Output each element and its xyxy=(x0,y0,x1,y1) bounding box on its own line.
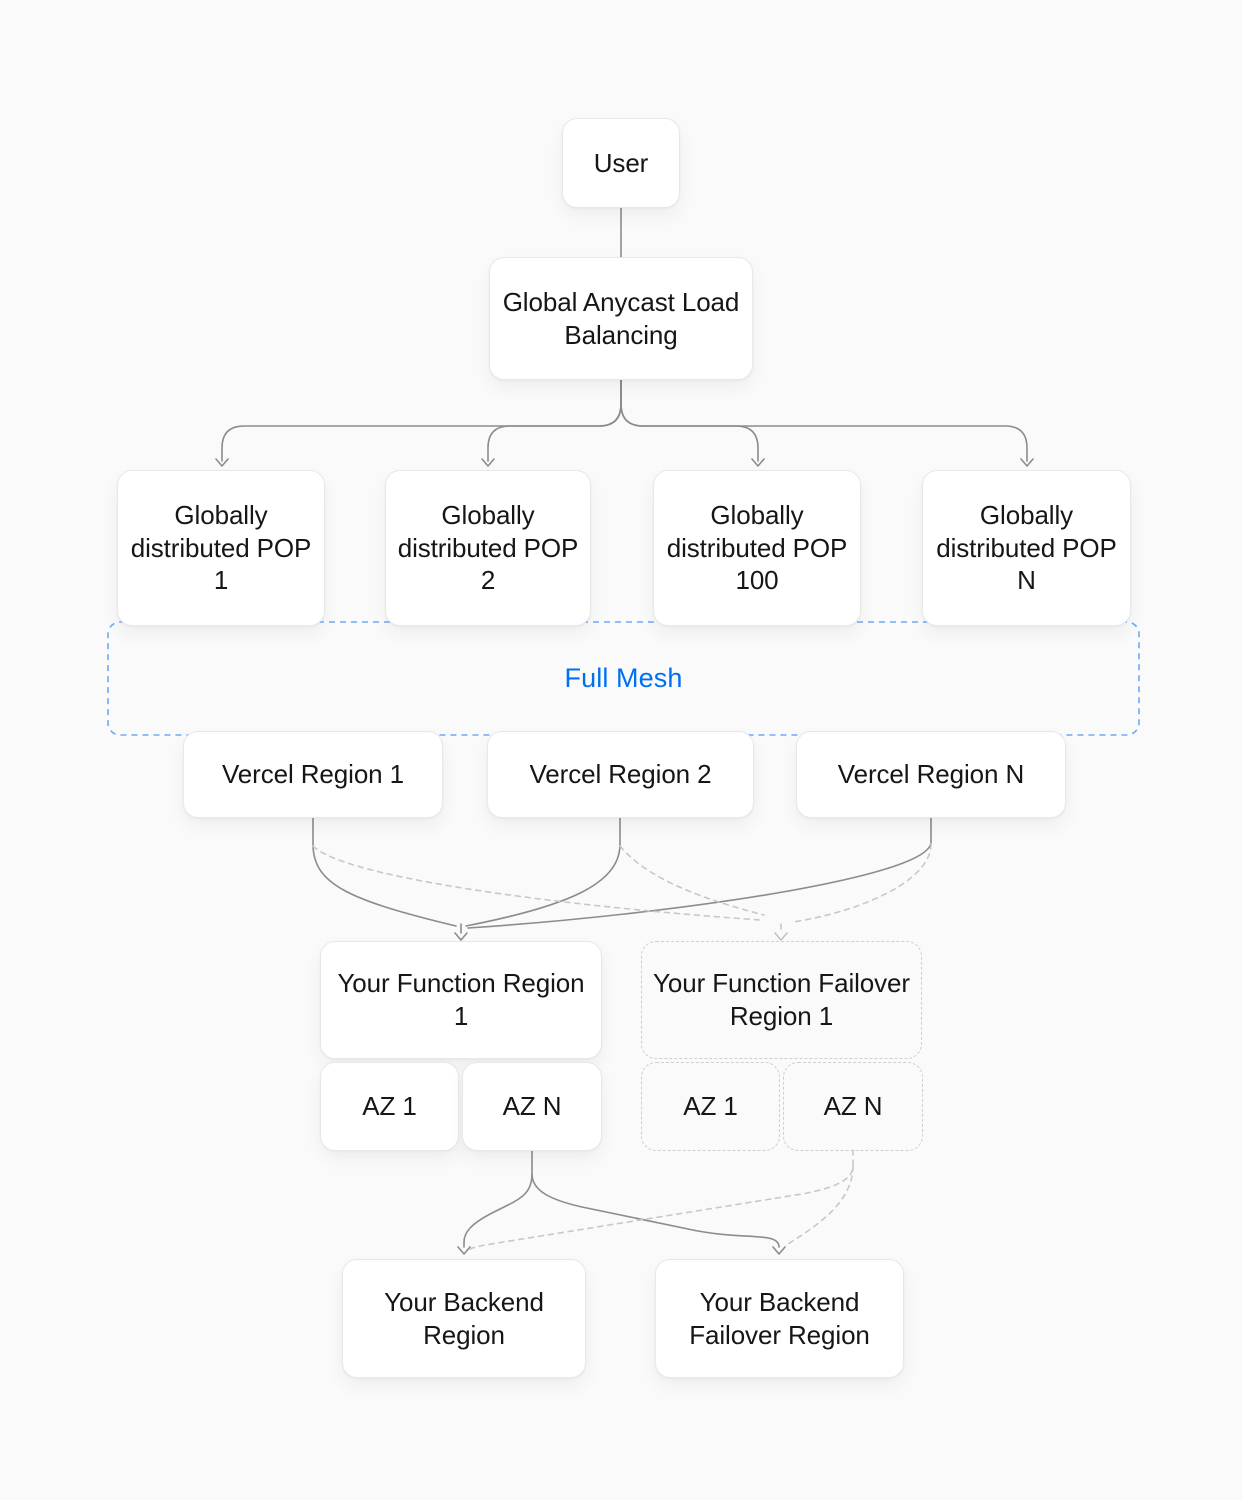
node-function-failover-region: Your Function Failover Region 1 xyxy=(641,941,922,1059)
full-mesh-text: Full Mesh xyxy=(564,663,683,693)
node-function-region-label: Your Function Region 1 xyxy=(337,968,585,1031)
edge-lb-to-popn xyxy=(620,379,1028,462)
edge-vr2-to-function xyxy=(465,817,621,927)
node-function-az-1: AZ 1 xyxy=(320,1062,459,1151)
node-pop-1: Globally distributed POP 1 xyxy=(117,470,325,626)
edge-vr1-to-function xyxy=(312,817,457,927)
node-pop-2: Globally distributed POP 2 xyxy=(385,470,591,626)
edge-lb-to-pop100 xyxy=(620,379,759,462)
arrowhead-failover-function xyxy=(774,932,788,941)
arrowhead-popn xyxy=(1020,458,1034,467)
node-pop-2-label: Globally distributed POP 2 xyxy=(397,499,579,596)
edge-vr2-to-failover xyxy=(619,845,765,916)
node-vercel-region-n: Vercel Region N xyxy=(796,731,1066,818)
edge-azn-to-backend xyxy=(463,1149,533,1248)
node-pop-100-label: Globally distributed POP 100 xyxy=(666,499,848,596)
edge-vrn-to-failover xyxy=(792,843,932,923)
node-function-failover-region-label: Your Function Failover Region 1 xyxy=(653,968,910,1031)
edge-lb-to-pop2 xyxy=(487,379,622,462)
node-pop-100: Globally distributed POP 100 xyxy=(653,470,861,626)
node-backend-failover-region-label: Your Backend Failover Region xyxy=(689,1286,870,1350)
dashed-connectors xyxy=(312,843,932,1250)
node-user-label: User xyxy=(593,147,649,178)
node-vercel-region-1: Vercel Region 1 xyxy=(183,731,443,818)
node-pop-n: Globally distributed POP N xyxy=(922,470,1131,626)
node-vercel-region-n-label: Vercel Region N xyxy=(837,759,1025,790)
node-function-region: Your Function Region 1 xyxy=(320,941,602,1059)
arrowhead-backend xyxy=(457,1246,471,1255)
edge-vr1-to-failover xyxy=(312,845,761,921)
edge-vrn-to-function xyxy=(467,817,932,929)
node-vercel-region-1-label: Vercel Region 1 xyxy=(221,759,405,790)
node-function-az-n-label: AZ N xyxy=(502,1091,562,1122)
arrowhead-pop2 xyxy=(481,458,495,467)
edge-failover-azn-to-backend xyxy=(469,1149,854,1250)
arrowhead-backend-failover xyxy=(772,1246,786,1255)
node-backend-region-label: Your Backend Region xyxy=(384,1286,544,1350)
node-failover-az-1-label: AZ 1 xyxy=(683,1091,738,1122)
node-user: User xyxy=(562,118,680,208)
node-vercel-region-2: Vercel Region 2 xyxy=(487,731,754,818)
full-mesh-boundary xyxy=(107,621,1140,736)
node-pop-1-label: Globally distributed POP 1 xyxy=(130,499,312,596)
node-function-az-1-label: AZ 1 xyxy=(362,1091,417,1122)
full-mesh-label: Full Mesh xyxy=(108,622,1139,735)
node-load-balancer-label: Global Anycast Load Balancing xyxy=(502,286,740,350)
light-arrowheads xyxy=(774,932,788,941)
node-function-az-n: AZ N xyxy=(462,1062,602,1151)
node-vercel-region-2-label: Vercel Region 2 xyxy=(529,759,712,790)
arrowhead-pop1 xyxy=(215,458,229,467)
solid-connectors xyxy=(215,207,1034,1255)
node-failover-az-1: AZ 1 xyxy=(641,1062,780,1151)
node-pop-n-label: Globally distributed POP N xyxy=(936,499,1117,596)
node-backend-region: Your Backend Region xyxy=(342,1259,586,1378)
node-failover-az-n: AZ N xyxy=(783,1062,923,1151)
edge-failover-azn-to-backend-failover xyxy=(787,1165,854,1245)
arrowhead-function xyxy=(454,932,468,941)
node-load-balancer: Global Anycast Load Balancing xyxy=(489,257,753,380)
node-backend-failover-region: Your Backend Failover Region xyxy=(655,1259,904,1378)
arrowhead-pop100 xyxy=(751,458,765,467)
edge-lb-to-pop1 xyxy=(221,379,622,462)
edge-azn-to-backend-failover xyxy=(531,1173,780,1248)
node-failover-az-n-label: AZ N xyxy=(823,1091,883,1122)
